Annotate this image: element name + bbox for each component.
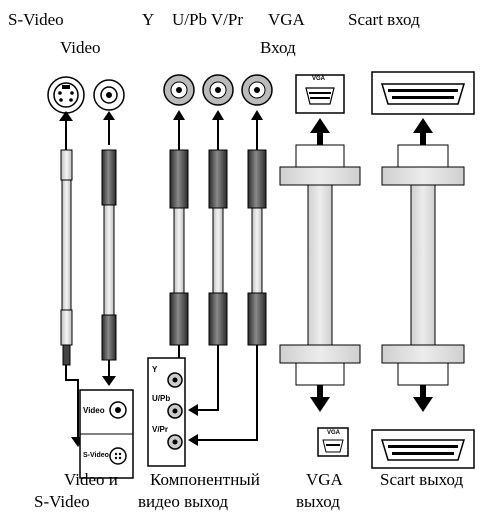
arrow-left-icon bbox=[188, 404, 198, 416]
label-svideo-bottom: S-Video bbox=[34, 492, 90, 511]
component-vpr-connector-icon bbox=[241, 74, 273, 106]
arrow-up-icon bbox=[59, 111, 73, 121]
label-vga-input: Вход bbox=[260, 38, 296, 57]
arrow-up-icon bbox=[212, 110, 224, 120]
port-label-vga-top: VGA bbox=[312, 76, 326, 82]
vga-port-icon bbox=[305, 87, 335, 105]
label-scart-output: Scart выход bbox=[380, 470, 464, 489]
label-vga-bottom: VGA bbox=[306, 470, 343, 489]
arrow-up-icon bbox=[251, 110, 263, 120]
arrow-up-icon bbox=[173, 110, 185, 120]
label-svideo-top: S-Video bbox=[8, 10, 64, 29]
component-y-connector-icon bbox=[163, 74, 195, 106]
panel-label-upb: U/Pb bbox=[152, 394, 171, 403]
label-scart-input: Scart вход bbox=[348, 10, 420, 29]
label-component: Компонентный bbox=[150, 470, 260, 489]
video-rca-connector-icon bbox=[93, 79, 125, 111]
label-y-top: Y bbox=[142, 10, 155, 29]
label-vga-top: VGA bbox=[268, 10, 305, 29]
arrow-up-icon bbox=[413, 118, 433, 133]
arrow-down-icon bbox=[102, 376, 116, 386]
arrow-down-icon bbox=[413, 397, 433, 412]
panel-label-vpr: V/Pr bbox=[152, 425, 169, 434]
panel-label-svideo: S-Video bbox=[83, 452, 109, 459]
svideo-jack-icon bbox=[109, 447, 127, 465]
label-vga-output: выход bbox=[296, 492, 340, 511]
arrow-down-icon bbox=[310, 397, 330, 412]
label-upb-vpr-top: U/Pb V/Pr bbox=[172, 10, 244, 29]
arrow-up-icon bbox=[310, 118, 330, 133]
label-video-and: Video и bbox=[64, 470, 118, 489]
svideo-connector-icon bbox=[47, 76, 85, 114]
scart-port-icon bbox=[380, 83, 466, 105]
port-label-vga-bottom: VGA bbox=[327, 430, 341, 436]
panel-label-y: Y bbox=[152, 365, 158, 374]
component-upb-connector-icon bbox=[202, 74, 234, 106]
label-video-top: Video bbox=[60, 38, 101, 57]
arrow-up-icon bbox=[103, 111, 115, 120]
arrow-left-icon bbox=[188, 434, 198, 446]
panel-label-video: Video bbox=[83, 406, 105, 415]
label-video-out: видео выход bbox=[138, 492, 229, 511]
